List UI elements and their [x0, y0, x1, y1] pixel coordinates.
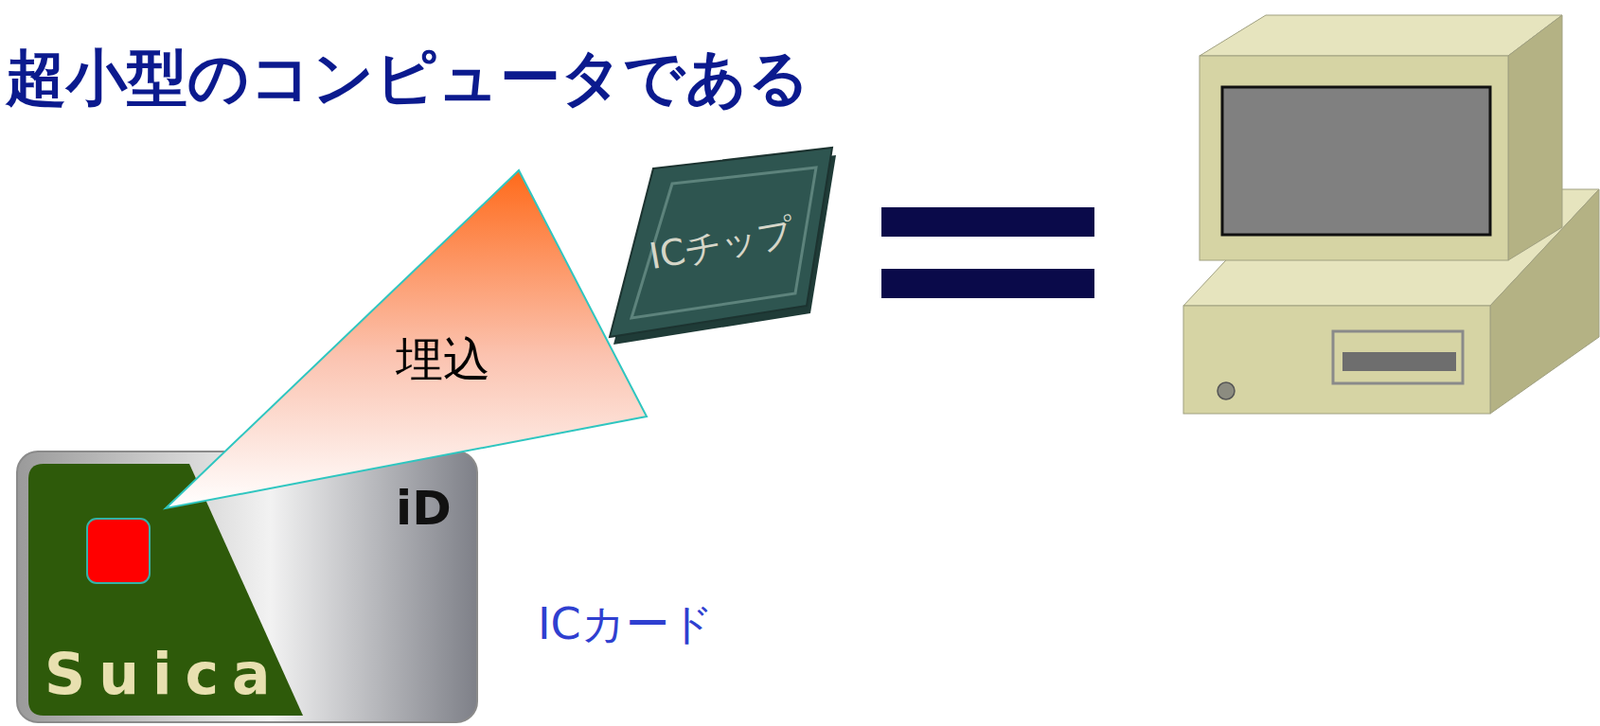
computer-icon [1183, 15, 1600, 414]
embed-fan: 埋込 [160, 165, 654, 516]
card-caption: ICカード [537, 602, 714, 646]
ic-chip: ICチップ [605, 142, 838, 346]
card-brand: Suica [44, 645, 285, 703]
card-logo-slot: iD [395, 484, 452, 533]
title-slot: 超小型のコンピュータである [5, 47, 811, 108]
equal-bar [881, 268, 1095, 299]
card-logo: iD [395, 484, 452, 533]
title: 超小型のコンピュータである [5, 47, 811, 108]
card-brand-slot: Suica [44, 645, 285, 703]
card-caption-slot: ICカード [537, 602, 714, 646]
embed-label-slot: 埋込 [395, 336, 491, 384]
embed-label: 埋込 [395, 336, 491, 384]
chip-label-slot: ICチップ [648, 226, 796, 263]
equal-bar [881, 207, 1095, 237]
